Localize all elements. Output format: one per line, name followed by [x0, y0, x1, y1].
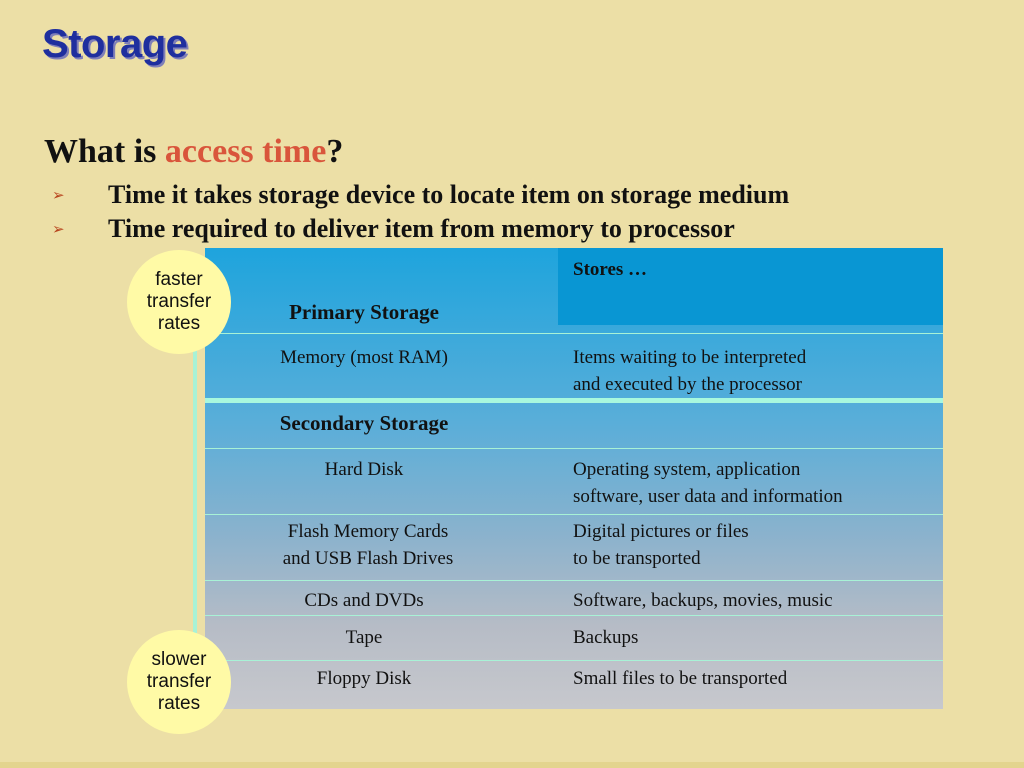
stores-cell-line: Items waiting to be interpreted [573, 347, 807, 368]
stores-cell: Operating system, application software, … [573, 456, 843, 510]
badge-line: faster [155, 269, 203, 290]
stores-cell: Digital pictures or files to be transpor… [573, 518, 749, 572]
question-heading: What is access time? [44, 133, 343, 171]
slower-transfer-rates-badge: slower transfer rates [127, 630, 231, 734]
stores-header-label: Stores … [573, 259, 648, 280]
device-cell-line: and USB Flash Drives [282, 548, 454, 569]
question-highlight: access time [164, 133, 327, 170]
device-cell: Hard Disk [324, 459, 404, 480]
device-cell: Flash Memory Cards and USB Flash Drives [205, 518, 531, 572]
stores-cell-line: to be transported [573, 548, 701, 569]
row-divider [205, 615, 943, 616]
bullet-item: ➢ Time required to deliver item from memo… [52, 214, 735, 244]
bottom-border [0, 762, 1024, 768]
row-divider [205, 333, 943, 334]
device-cell: Tape [345, 627, 383, 648]
badge-line: rates [157, 693, 201, 714]
stores-cell: Items waiting to be interpreted and exec… [573, 344, 806, 398]
device-cell-line: Flash Memory Cards [287, 521, 449, 542]
row-divider [205, 448, 943, 449]
device-cell: Floppy Disk [316, 668, 412, 689]
badge-line: slower [151, 649, 207, 670]
row-divider [205, 580, 943, 581]
bullet-text: Time required to deliver item from memor… [108, 214, 735, 243]
faster-transfer-rates-badge: faster transfer rates [127, 250, 231, 354]
question-prefix: What is [44, 133, 165, 170]
stores-cell-line: Operating system, application [573, 459, 801, 480]
section-divider [205, 398, 943, 403]
row-divider [205, 514, 943, 515]
primary-storage-header: Primary Storage [289, 300, 439, 324]
bullet-item: ➢ Time it takes storage device to locate … [52, 180, 789, 210]
arrow-bullet-icon: ➢ [52, 220, 65, 238]
stores-cell-line: software, user data and information [573, 486, 843, 507]
device-cell: Memory (most RAM) [280, 347, 448, 368]
row-divider [205, 660, 943, 661]
secondary-storage-header: Secondary Storage [279, 411, 449, 435]
speed-scale-line [193, 345, 197, 637]
stores-cell: Backups [573, 627, 639, 648]
arrow-bullet-icon: ➢ [52, 186, 65, 204]
stores-cell-line: and executed by the processor [573, 374, 802, 395]
badge-line: transfer [146, 671, 212, 692]
stores-cell: Small files to be transported [573, 668, 788, 689]
device-cell: CDs and DVDs [304, 590, 424, 611]
badge-line: rates [157, 313, 201, 334]
stores-column-header [558, 248, 943, 325]
stores-cell: Software, backups, movies, music [573, 590, 833, 611]
bullet-text: Time it takes storage device to locate i… [108, 180, 790, 209]
question-suffix: ? [326, 133, 344, 170]
slide-title: Storage [42, 22, 188, 66]
badge-line: transfer [146, 291, 212, 312]
stores-cell-line: Digital pictures or files [573, 521, 749, 542]
